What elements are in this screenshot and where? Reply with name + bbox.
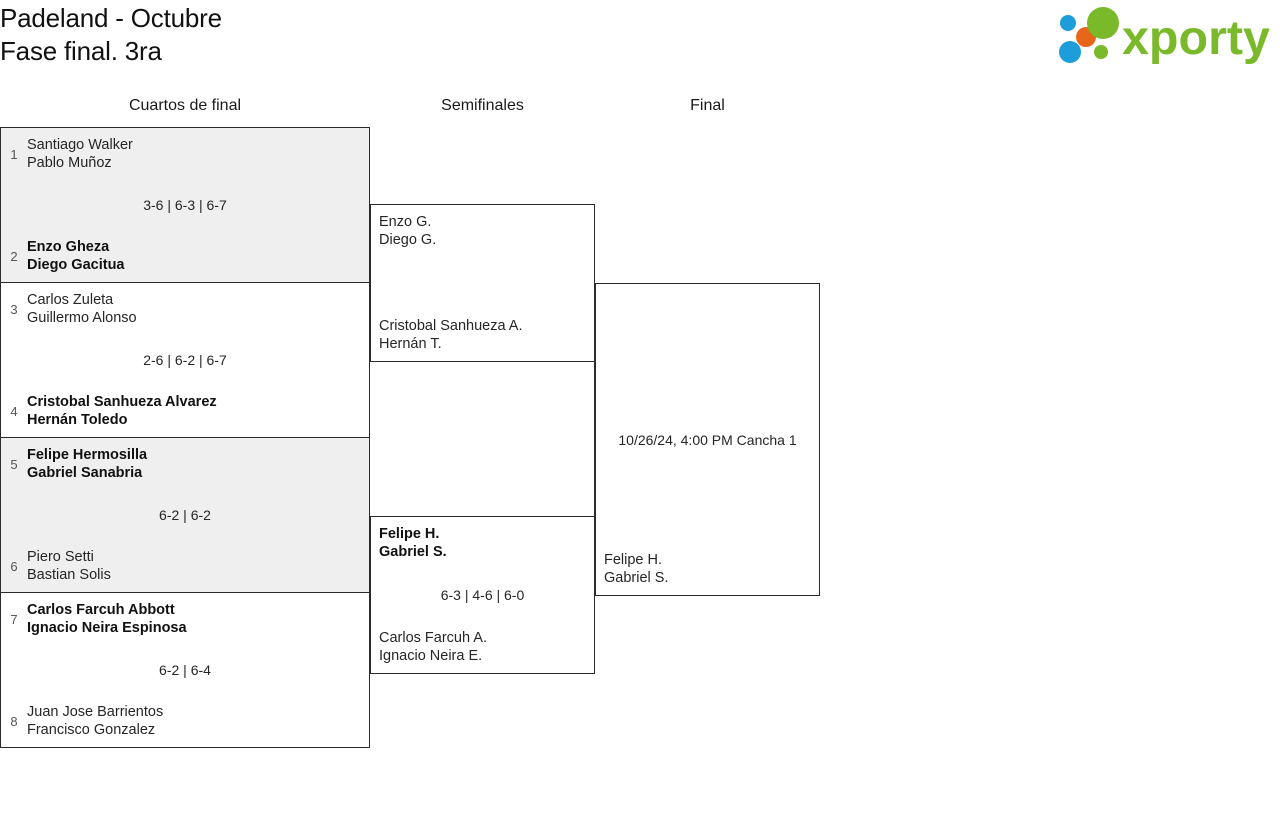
seed-number: 3 <box>10 301 18 317</box>
tournament-name: Padeland - Octubre <box>0 3 222 33</box>
player-name: Gabriel S. <box>604 570 669 586</box>
xporty-logo[interactable]: xporty <box>1046 6 1274 68</box>
player-name: Guillermo Alonso <box>27 310 137 326</box>
match-qf-2[interactable]: 3 Carlos Zuleta Guillermo Alonso 2-6 | 6… <box>0 282 370 438</box>
round-semifinals: Enzo G. Diego G. Cristobal Sanhueza A. H… <box>370 127 595 751</box>
player-name: Gabriel S. <box>379 544 447 560</box>
match-slot-bottom[interactable]: Felipe H. Gabriel S. <box>596 551 819 587</box>
match-slot-top[interactable]: 5 Felipe Hermosilla Gabriel Sanabria <box>1 446 369 482</box>
player-name: Carlos Farcuh Abbott <box>27 602 175 618</box>
player-name: Diego Gacitua <box>27 257 125 273</box>
player-name: Pablo Muñoz <box>27 155 112 171</box>
match-score: 6-2 | 6-4 <box>159 662 211 678</box>
seed-number: 7 <box>10 611 18 627</box>
player-name: Piero Setti <box>27 549 94 565</box>
team-players: Carlos Farcuh A. Ignacio Neira E. <box>371 629 594 665</box>
match-qf-3[interactable]: 5 Felipe Hermosilla Gabriel Sanabria 6-2… <box>0 437 370 593</box>
match-slot-bottom[interactable]: 4 Cristobal Sanhueza Alvarez Hernán Tole… <box>1 393 369 429</box>
player-name: Carlos Zuleta <box>27 292 114 308</box>
player-name: Juan Jose Barrientos <box>27 704 164 720</box>
player-name: Felipe Hermosilla <box>27 447 148 463</box>
team-players: Enzo G. Diego G. <box>371 213 594 249</box>
match-sf-1[interactable]: Enzo G. Diego G. Cristobal Sanhueza A. H… <box>370 204 595 362</box>
match-final[interactable]: 10/26/24, 4:00 PM Cancha 1 Felipe H. Gab… <box>595 283 820 596</box>
player-name: Ignacio Neira Espinosa <box>27 620 187 636</box>
match-slot-bottom[interactable]: 2 Enzo Gheza Diego Gacitua <box>1 238 369 274</box>
match-slot-top[interactable]: 7 Carlos Farcuh Abbott Ignacio Neira Esp… <box>1 601 369 637</box>
match-slot-top[interactable]: 1 Santiago Walker Pablo Muñoz <box>1 136 369 172</box>
player-name: Enzo Gheza <box>27 239 110 255</box>
team-players: Cristobal Sanhueza A. Hernán T. <box>371 317 594 353</box>
match-score: 6-3 | 4-6 | 6-0 <box>440 587 525 603</box>
player-name: Hernán Toledo <box>27 412 128 428</box>
svg-text:xporty: xporty <box>1122 12 1270 65</box>
column-header-final: Final <box>690 97 725 114</box>
player-name: Carlos Farcuh A. <box>379 630 487 646</box>
team-players: Carlos Farcuh Abbott Ignacio Neira Espin… <box>27 601 369 637</box>
team-players: Enzo Gheza Diego Gacitua <box>27 238 369 274</box>
match-qf-4[interactable]: 7 Carlos Farcuh Abbott Ignacio Neira Esp… <box>0 592 370 748</box>
player-name: Bastian Solis <box>27 567 111 583</box>
column-header-quarterfinals: Cuartos de final <box>128 97 242 114</box>
match-schedule: 10/26/24, 4:00 PM Cancha 1 <box>618 431 797 448</box>
player-name: Santiago Walker <box>27 137 133 153</box>
match-slot-bottom[interactable]: 8 Juan Jose Barrientos Francisco Gonzale… <box>1 703 369 739</box>
player-name: Hernán T. <box>379 336 442 352</box>
team-players: Cristobal Sanhueza Alvarez Hernán Toledo <box>27 393 369 429</box>
match-slot-top[interactable]: Enzo G. Diego G. <box>371 213 594 249</box>
player-name: Felipe H. <box>604 552 663 568</box>
match-score: 3-6 | 6-3 | 6-7 <box>143 197 227 213</box>
seed-number: 6 <box>10 558 18 574</box>
match-score: 6-2 | 6-2 <box>159 507 211 523</box>
player-name: Francisco Gonzalez <box>27 722 156 738</box>
match-slot-bottom[interactable]: 6 Piero Setti Bastian Solis <box>1 548 369 584</box>
player-name: Ignacio Neira E. <box>379 648 483 664</box>
seed-number: 5 <box>10 456 18 472</box>
team-players: Felipe Hermosilla Gabriel Sanabria <box>27 446 369 482</box>
team-players: Santiago Walker Pablo Muñoz <box>27 136 369 172</box>
match-sf-2[interactable]: Felipe H. Gabriel S. 6-3 | 4-6 | 6-0 Car… <box>370 516 595 674</box>
player-name: Gabriel Sanabria <box>27 465 143 481</box>
match-slot-bottom[interactable]: Carlos Farcuh A. Ignacio Neira E. <box>371 629 594 665</box>
player-name: Cristobal Sanhueza A. <box>379 318 523 334</box>
team-players: Felipe H. Gabriel S. <box>596 551 819 587</box>
match-qf-1[interactable]: 1 Santiago Walker Pablo Muñoz 3-6 | 6-3 … <box>0 127 370 283</box>
page-title: Padeland - Octubre Fase final. 3ra <box>0 2 222 68</box>
column-header-semifinals: Semifinales <box>441 97 524 114</box>
seed-number: 8 <box>10 713 18 729</box>
match-slot-top[interactable]: Felipe H. Gabriel S. <box>371 525 594 561</box>
player-name: Diego G. <box>379 232 437 248</box>
player-name: Felipe H. <box>379 526 440 542</box>
tournament-phase: Fase final. 3ra <box>0 36 162 66</box>
match-slot-top[interactable]: 3 Carlos Zuleta Guillermo Alonso <box>1 291 369 327</box>
player-name: Cristobal Sanhueza Alvarez <box>27 394 217 410</box>
tournament-bracket: 1 Santiago Walker Pablo Muñoz 3-6 | 6-3 … <box>0 127 1280 757</box>
team-players: Piero Setti Bastian Solis <box>27 548 369 584</box>
round-quarterfinals: 1 Santiago Walker Pablo Muñoz 3-6 | 6-3 … <box>0 127 370 751</box>
match-score: 2-6 | 6-2 | 6-7 <box>143 352 227 368</box>
seed-number: 2 <box>10 248 18 264</box>
seed-number: 1 <box>10 146 18 162</box>
team-players: Juan Jose Barrientos Francisco Gonzalez <box>27 703 369 739</box>
team-players: Carlos Zuleta Guillermo Alonso <box>27 291 369 327</box>
page-header: Padeland - Octubre Fase final. 3ra xport… <box>0 0 1280 75</box>
team-players: Felipe H. Gabriel S. <box>371 525 594 561</box>
round-final: 10/26/24, 4:00 PM Cancha 1 Felipe H. Gab… <box>595 127 820 751</box>
seed-number: 4 <box>10 403 18 419</box>
player-name: Enzo G. <box>379 214 432 230</box>
match-slot-bottom[interactable]: Cristobal Sanhueza A. Hernán T. <box>371 317 594 353</box>
